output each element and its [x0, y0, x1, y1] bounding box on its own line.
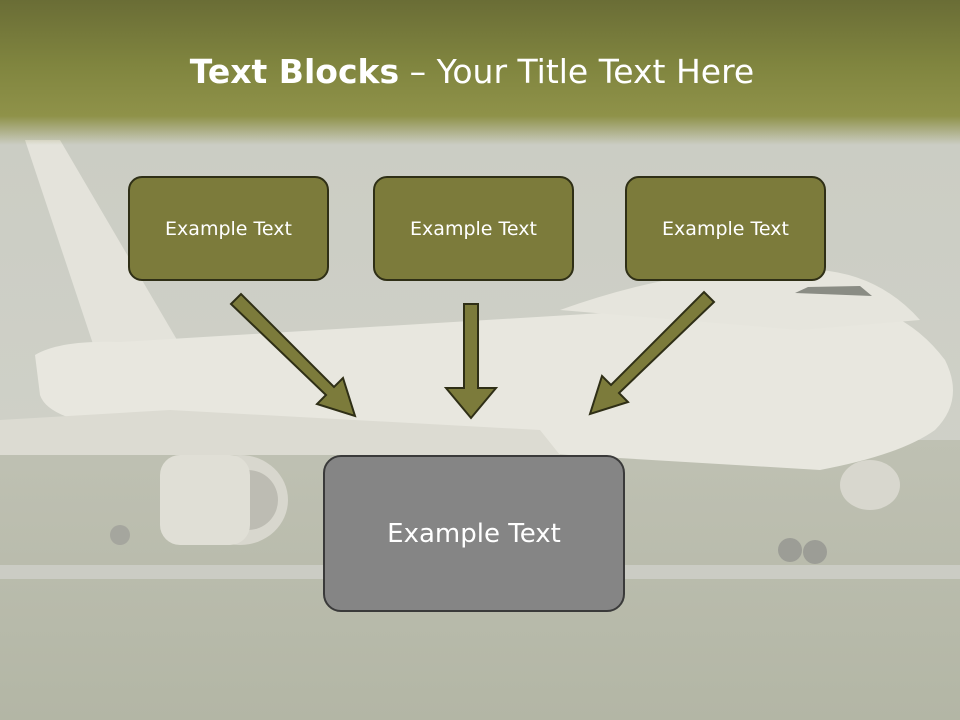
text-block-2-label: Example Text	[410, 217, 537, 240]
text-block-1-label: Example Text	[165, 217, 292, 240]
text-block-1[interactable]: Example Text	[128, 176, 329, 281]
text-block-3-label: Example Text	[662, 217, 789, 240]
title-rest: Your Title Text Here	[436, 52, 755, 91]
arrow-left-diagonal	[229, 292, 357, 418]
arrow-center-down	[443, 303, 499, 420]
arrow-right-diagonal	[588, 290, 716, 416]
title-bold-part: Text Blocks	[189, 52, 400, 91]
main-text-block[interactable]: Example Text	[323, 455, 625, 612]
main-text-block-label: Example Text	[387, 518, 561, 549]
title-separator: –	[399, 52, 437, 91]
text-block-2[interactable]: Example Text	[373, 176, 574, 281]
slide-title: Text Blocks – Your Title Text Here	[0, 52, 944, 91]
title-band	[0, 0, 960, 145]
text-block-3[interactable]: Example Text	[625, 176, 826, 281]
